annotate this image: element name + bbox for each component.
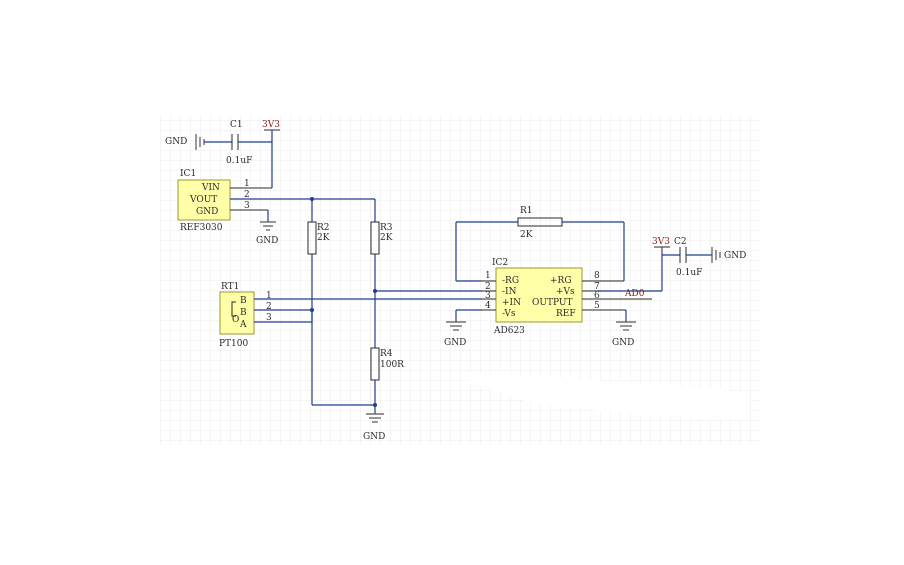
ic2-right-pin-7: +Vs (556, 287, 575, 297)
ic2-left-number-3: 3 (485, 291, 491, 301)
ic1-pin-vout: VOUT (189, 195, 217, 205)
r4-resistor: R4 100R GND (363, 347, 404, 442)
rt1-pin-number-2: 2 (266, 302, 272, 312)
ic2-right-number-8: 8 (594, 271, 600, 281)
ic1-pin-number-2: 2 (244, 190, 250, 200)
ic1-part: REF3030 (180, 223, 223, 233)
ic1-pin-vin: VIN (201, 183, 220, 193)
ic2-left-number-1: 1 (485, 271, 491, 281)
c1-net-label: 3V3 (262, 120, 280, 130)
r4-value: 100R (380, 360, 404, 370)
r2-value: 2K (317, 233, 330, 243)
ic1-ref: IC1 (180, 169, 196, 179)
ic2-right-pin-5: REF (556, 309, 576, 319)
ic2-left-pin-2: -IN (502, 287, 517, 297)
ic2-ref: IC2 (492, 258, 508, 268)
ic2-right-pin-8: +RG (550, 276, 572, 286)
c2-capacitor: 3V3 C2 GND 0.1uF (598, 237, 746, 292)
rt1-part: PT100 (219, 339, 249, 349)
r3-resistor: R3 2K (370, 199, 393, 348)
ic1-pin-number-1: 1 (244, 179, 250, 189)
c1-ref: C1 (230, 120, 243, 130)
ic2-right-number-7: 7 (594, 282, 600, 292)
c2-gnd-label: GND (724, 251, 746, 261)
ic2-right-pin-6: OUTPUT (532, 298, 572, 308)
output-net-label: AD0 (624, 289, 645, 299)
r2-ref: R2 (317, 223, 330, 233)
svg-text:O: O (232, 315, 239, 325)
ic1-pin-number-3: 3 (244, 201, 250, 211)
rt1-body (219, 291, 255, 335)
r1-value: 2K (520, 230, 533, 240)
ic2-left-pin-1: -RG (502, 276, 519, 286)
c1-gnd-label: GND (165, 137, 187, 147)
rt1-pin-number-1: 1 (266, 291, 272, 301)
c1-capacitor: GND C1 0.1uF 3V3 (165, 120, 280, 188)
rt1-pt100: RT1 O B B A 1 2 3 PT100 (219, 282, 482, 406)
ic2-left-pin-3: +IN (502, 298, 521, 308)
ic2-right-number-6: 6 (594, 291, 600, 301)
rt1-ref: RT1 (221, 282, 239, 292)
r3-ref: R3 (380, 223, 393, 233)
ic2-right-gnd-label: GND (612, 338, 634, 348)
c2-net-label: 3V3 (652, 237, 670, 247)
ic2-left-gnd-label: GND (444, 338, 466, 348)
c2-value: 0.1uF (676, 268, 702, 278)
ic1-ref3030: IC1 VIN VOUT GND 1 2 3 REF3030 GND (177, 169, 375, 246)
ic2-left-number-2: 2 (485, 282, 491, 292)
rt1-pin-a: A (239, 320, 247, 330)
r1-resistor: R1 2K (455, 206, 625, 282)
c2-ref: C2 (674, 237, 687, 247)
ic1-body (177, 179, 231, 221)
ic2-left-pin-4: -Vs (502, 309, 516, 319)
r3-value: 2K (380, 233, 393, 243)
rt1-pin-number-3: 3 (266, 313, 272, 323)
erased-region (470, 372, 750, 420)
r4-gnd-label: GND (363, 432, 385, 442)
ic1-pin-gnd: GND (196, 207, 218, 217)
rt1-pin-b1: B (240, 296, 247, 306)
ic2-right-number-5: 5 (594, 301, 600, 311)
ic2-left-number-4: 4 (485, 301, 491, 311)
rt1-pin-b2: B (240, 308, 247, 318)
ic2-left-ground: GND (444, 309, 482, 348)
ic2-right-ground: GND (612, 310, 636, 348)
ic2-part: AD623 (493, 326, 525, 336)
r1-ref: R1 (520, 206, 533, 216)
ic2-body (495, 267, 583, 323)
c1-value: 0.1uF (226, 156, 252, 166)
ic1-gnd-label: GND (256, 236, 278, 246)
r4-ref: R4 (380, 349, 393, 359)
ic2-ad623: IC2 -RG -IN +IN -Vs +RG +Vs OUTPUT REF 1… (482, 258, 652, 336)
